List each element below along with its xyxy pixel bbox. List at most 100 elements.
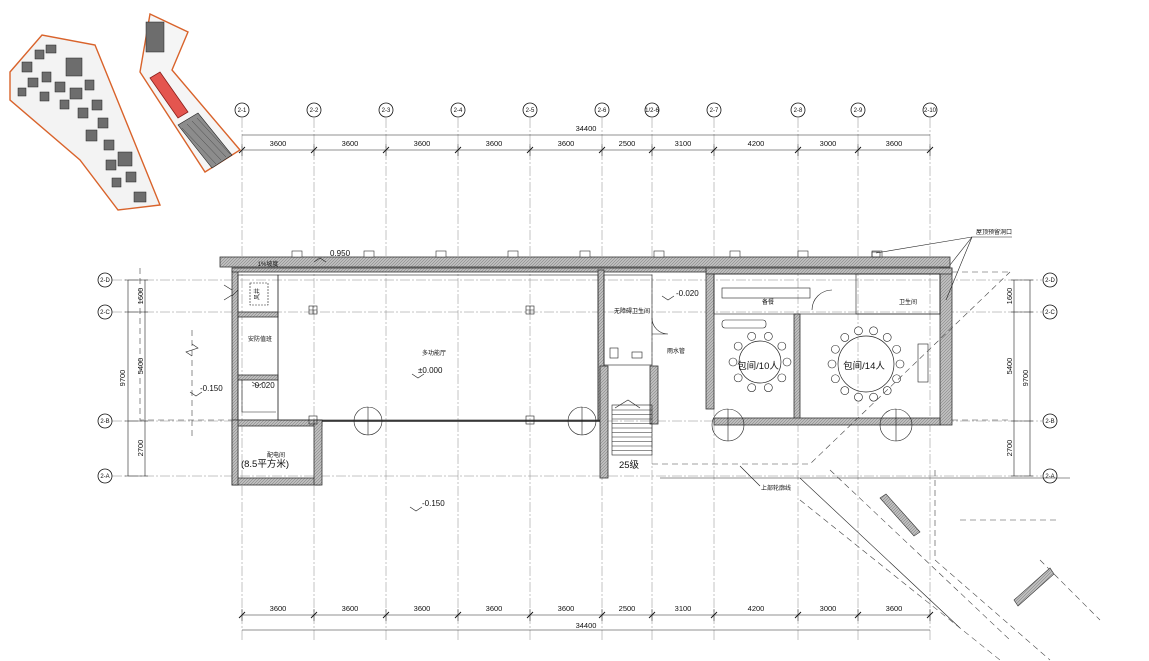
axis-label-side: 2-A xyxy=(100,474,109,480)
elev-roof-edge: 0.950 xyxy=(330,249,351,258)
legend-note: 屋顶预留洞口 xyxy=(976,228,1012,236)
axis-bubble-side: 2-D xyxy=(1042,272,1058,288)
dim-right-total: 9700 xyxy=(1021,370,1030,387)
dim-left-3: 2700 xyxy=(136,440,145,457)
dim-right-1: 1600 xyxy=(1005,288,1014,305)
dim-left-total: 9700 xyxy=(118,370,127,387)
core-block: 无障碍卫生间 雨水管 25级 xyxy=(603,274,685,471)
axis-label-side: 2-C xyxy=(1045,310,1055,316)
dim-span: 3600 xyxy=(414,604,431,613)
seat xyxy=(854,326,863,336)
upper-outline: 上部轮廓线 xyxy=(139,268,1101,661)
toilet-label: 卫生间 xyxy=(899,298,917,306)
dim-left-2: 5400 xyxy=(136,358,145,375)
axis-label-side: 2-D xyxy=(100,278,110,284)
dim-span: 3000 xyxy=(820,604,837,613)
seat xyxy=(869,326,878,336)
ramp-note: 上部轮廓线 xyxy=(761,484,791,492)
axis-label-top: 2-4 xyxy=(454,108,463,114)
steps-label: 25级 xyxy=(619,459,640,471)
elev-left-outside: -0.150 xyxy=(200,384,223,393)
dim-span: 3600 xyxy=(342,604,359,613)
roof-strip-note: 1%坡度 xyxy=(258,260,279,268)
axis-bubble-top: 2-8 xyxy=(790,102,806,118)
site-highlight-building xyxy=(149,71,189,119)
distribution-room-area: (8.5平方米) xyxy=(241,458,289,470)
seat xyxy=(840,386,850,395)
east-rooms: -0.020 备餐 卫生间 包间/10人 包间/14人 xyxy=(661,273,941,442)
dim-span: 3600 xyxy=(486,139,503,148)
west-rooms: 风井 安防值班 -0.020 配电间 (8.5平方米) xyxy=(223,274,323,486)
dim-span: 3600 xyxy=(270,604,287,613)
dim-span: 3600 xyxy=(886,139,903,148)
seat xyxy=(895,359,905,369)
axis-bubble-top: 2-7 xyxy=(706,102,722,118)
dim-left-1: 1600 xyxy=(136,288,145,305)
axis-bubble-top: 2-4 xyxy=(450,102,466,118)
seat xyxy=(764,383,773,392)
axis-bubbles-top: 2-1 2-2 2-3 2-4 2-5 2-6 1/2-6 2-7 2-8 2-9 2-10 xyxy=(234,102,938,118)
seat xyxy=(747,332,756,341)
seat xyxy=(854,392,863,402)
axis-label-side: 2-C xyxy=(100,310,110,316)
dim-right-3: 2700 xyxy=(1005,440,1014,457)
dim-span: 4200 xyxy=(748,139,765,148)
site-building-north xyxy=(145,21,165,53)
seat xyxy=(733,341,743,351)
axis-bubble-side: 2-D xyxy=(97,272,113,288)
seat xyxy=(827,359,837,369)
elev-west-room: -0.020 xyxy=(252,381,275,390)
dim-span: 3100 xyxy=(675,139,692,148)
site-buildings-left xyxy=(17,44,147,203)
axis-label-top: 2-10 xyxy=(924,108,937,114)
private-room-14-label: 包间/14人 xyxy=(843,360,885,372)
axis-label-top: 2-3 xyxy=(382,108,391,114)
seat xyxy=(892,344,901,354)
axis-bubble-top: 2-9 xyxy=(850,102,866,118)
axis-bubble-top: 1/2-6 xyxy=(644,102,659,118)
roof-strip: 1%坡度 0.950 xyxy=(219,249,951,268)
seat xyxy=(777,341,787,351)
dim-span: 3600 xyxy=(486,604,503,613)
axis-label-side: 2-B xyxy=(1045,419,1054,425)
axis-bubble-side: 2-B xyxy=(1042,413,1058,429)
axis-bubble-top: 2-6 xyxy=(594,102,610,118)
axis-label-side: 2-D xyxy=(1045,278,1055,284)
elev-south-outside: -0.150 xyxy=(422,499,445,508)
axis-bubble-top: 2-1 xyxy=(234,102,250,118)
dim-span: 3100 xyxy=(675,604,692,613)
dim-span: 3600 xyxy=(414,139,431,148)
axis-bubble-side: 2-A xyxy=(97,468,113,484)
axis-bubble-top: 2-5 xyxy=(522,102,538,118)
elev-hall: ±0.000 xyxy=(418,366,443,375)
site-key-plan xyxy=(9,12,242,211)
axis-label-side: 2-B xyxy=(100,419,109,425)
axis-label-top: 1/2-6 xyxy=(645,108,659,114)
dim-span: 3600 xyxy=(886,604,903,613)
duty-room-label: 安防值班 xyxy=(248,335,272,343)
site-outline-left xyxy=(9,34,161,211)
seat xyxy=(777,373,787,383)
axis-bubble-top: 2-10 xyxy=(922,102,938,118)
seat xyxy=(728,357,738,367)
dim-right-2: 5400 xyxy=(1005,358,1014,375)
seat xyxy=(764,332,773,341)
planter-south xyxy=(879,493,1055,607)
axis-bubble-top: 2-2 xyxy=(306,102,322,118)
dim-span: 3600 xyxy=(270,139,287,148)
dim-span: 3600 xyxy=(558,604,575,613)
seat xyxy=(733,373,743,383)
axis-label-side: 2-A xyxy=(1045,474,1054,480)
dim-span: 3600 xyxy=(558,139,575,148)
axis-label-top: 2-6 xyxy=(598,108,607,114)
accessible-wc-label: 无障碍卫生间 xyxy=(614,307,650,315)
seat xyxy=(892,374,901,384)
dim-span: 2500 xyxy=(619,604,636,613)
seat xyxy=(882,333,892,342)
axis-bubbles-side: 2-D 2-D 2-C 2-C 2-B 2-B 2-A 2-A xyxy=(97,272,1058,484)
seat xyxy=(869,392,878,402)
stair-note: 雨水管 xyxy=(667,347,685,355)
